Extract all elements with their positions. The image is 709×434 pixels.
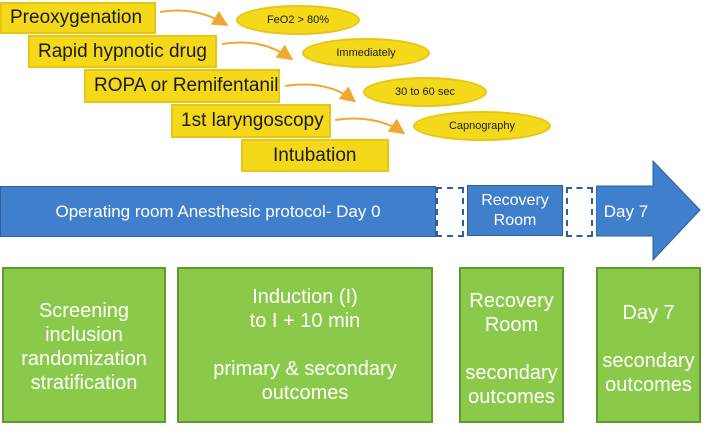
step-label: ROPA or Remifentanil	[94, 75, 279, 96]
phase-recovery-room: Recovery Room secondary outcomes	[459, 267, 564, 423]
phase-line: primary & secondary	[213, 358, 397, 380]
phase-line: outcomes	[605, 374, 692, 396]
phase-line: Screening	[38, 300, 130, 322]
phase-line: randomization	[21, 348, 147, 370]
day7-label: Day 7	[596, 186, 656, 237]
step-first-laryngoscopy: 1st laryngoscopy	[171, 104, 331, 138]
phase-line: outcomes	[261, 382, 349, 404]
connector-arrow-3	[284, 83, 357, 103]
step-label: Intubation	[273, 144, 357, 166]
phase-line: to I + 10 min	[249, 310, 361, 332]
phase-induction: Induction (I) to I + 10 min primary & se…	[177, 267, 433, 423]
phase-line: secondary	[602, 350, 695, 372]
step-label: 1st laryngoscopy	[181, 110, 324, 131]
phase-line: Day 7	[622, 302, 675, 324]
operating-room-label: Operating room Anesthesic protocol- Day …	[55, 201, 381, 221]
phase-line: inclusion	[45, 324, 123, 346]
phase-day7: Day 7 secondary outcomes	[596, 267, 701, 423]
gap-marker-1	[436, 187, 464, 237]
connector-arrow-4	[334, 117, 406, 135]
gap-marker-2	[566, 187, 593, 237]
step-ropa-remifentanil: ROPA or Remifentanil	[84, 69, 280, 103]
day7-text: Day 7	[603, 201, 649, 221]
recovery-room-line: Room	[493, 211, 537, 229]
phase-screening: Screening inclusion randomization strati…	[2, 267, 166, 423]
step-intubation: Intubation	[241, 139, 389, 172]
operating-room-bar: Operating room Anesthesic protocol- Day …	[0, 186, 436, 237]
connector-arrow-2	[221, 41, 294, 61]
day7-arrow	[596, 160, 701, 262]
recovery-room-line: Recovery	[481, 191, 549, 209]
phase-line: Room	[484, 314, 539, 336]
note-label: 30 to 60 sec	[395, 86, 455, 98]
phase-line: stratification	[30, 372, 138, 394]
recovery-room-bar: Recovery Room	[467, 185, 563, 236]
note-30-60-sec: 30 to 60 sec	[363, 77, 487, 107]
phase-line: secondary	[465, 362, 558, 384]
phase-line: outcomes	[468, 386, 555, 408]
note-immediately: Immediately	[302, 38, 430, 68]
step-preoxygenation: Preoxygenation	[0, 2, 156, 34]
step-rapid-hypnotic-drug: Rapid hypnotic drug	[28, 35, 217, 68]
note-label: Capnography	[448, 120, 516, 132]
note-capnography: Capnography	[413, 111, 551, 141]
phase-line: Recovery	[469, 290, 554, 312]
connector-arrow-1	[159, 9, 229, 27]
phase-line: Induction (I)	[252, 286, 358, 308]
step-label: Rapid hypnotic drug	[38, 40, 207, 62]
note-label: Immediately	[336, 47, 396, 59]
note-label: FeO2 > 80%	[266, 14, 330, 26]
step-label: Preoxygenation	[10, 7, 143, 28]
note-feo2: FeO2 > 80%	[236, 5, 360, 35]
